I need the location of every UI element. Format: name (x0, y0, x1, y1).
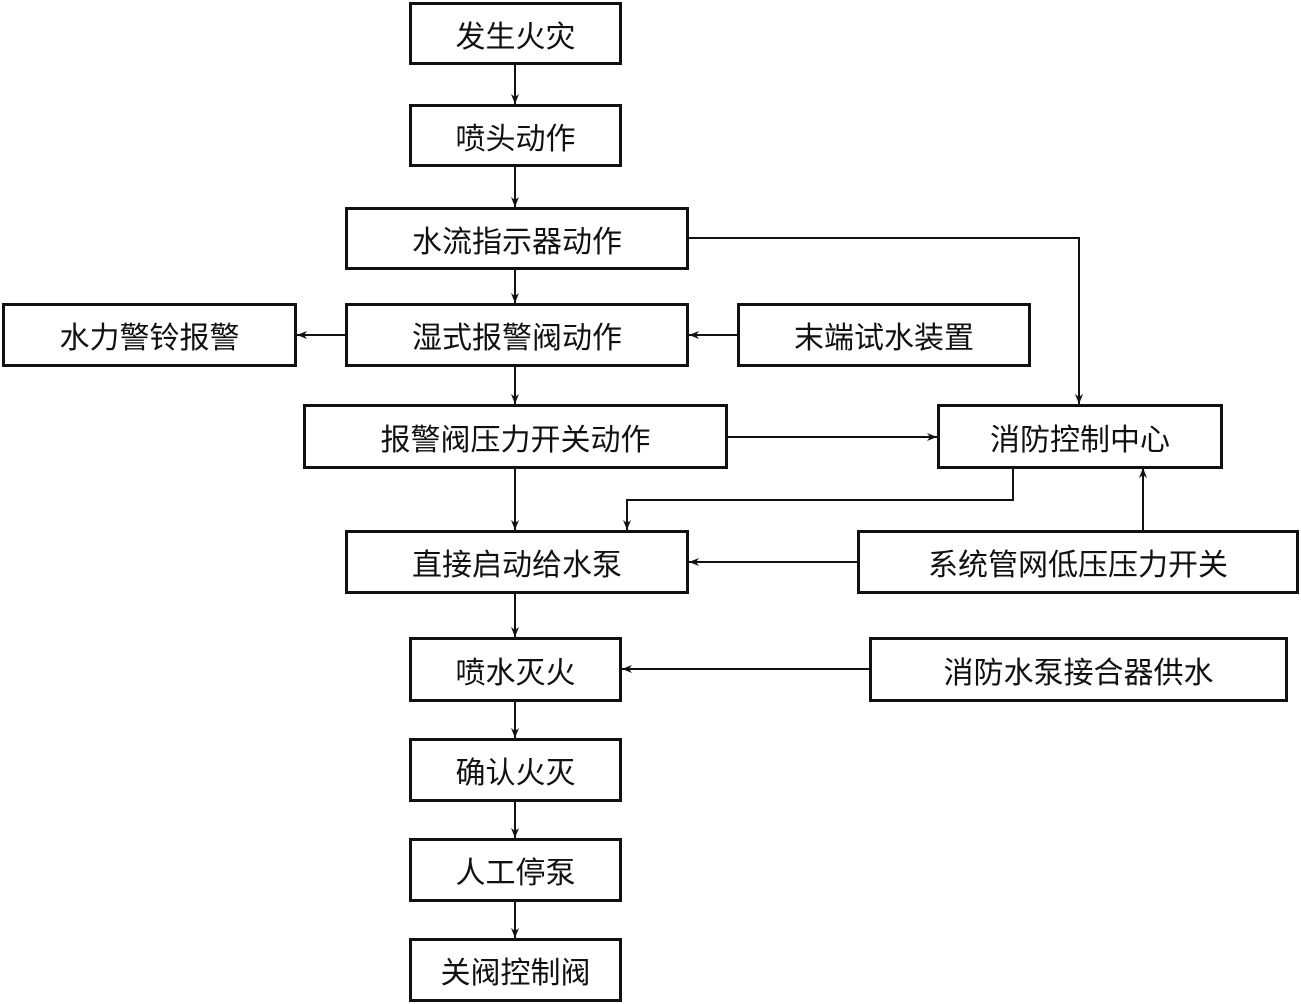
arrow-flow-indicator-to-control-center (689, 237, 1083, 404)
node-wet-alarm-valve: 湿式报警阀动作 (345, 303, 689, 367)
node-flow-indicator: 水流指示器动作 (345, 207, 689, 270)
node-manual-stop: 人工停泵 (409, 838, 622, 902)
node-fire-occurs: 发生火灾 (409, 2, 622, 65)
node-fire-control-center: 消防控制中心 (937, 404, 1223, 469)
node-start-pump: 直接启动给水泵 (345, 530, 689, 594)
node-confirm-out: 确认火灭 (409, 738, 622, 802)
node-close-valve: 关阀控制阀 (409, 938, 622, 1002)
node-end-test-device: 末端试水装置 (737, 303, 1031, 367)
node-sprinkler-action: 喷头动作 (409, 104, 622, 167)
node-pressure-switch: 报警阀压力开关动作 (303, 404, 728, 469)
node-spray-extinguish: 喷水灭火 (409, 637, 622, 702)
node-pump-connector: 消防水泵接合器供水 (869, 637, 1288, 702)
node-low-pressure-switch: 系统管网低压压力开关 (857, 530, 1299, 594)
node-water-gong: 水力警铃报警 (2, 303, 297, 367)
arrow-control-center-to-pump (623, 468, 1014, 530)
